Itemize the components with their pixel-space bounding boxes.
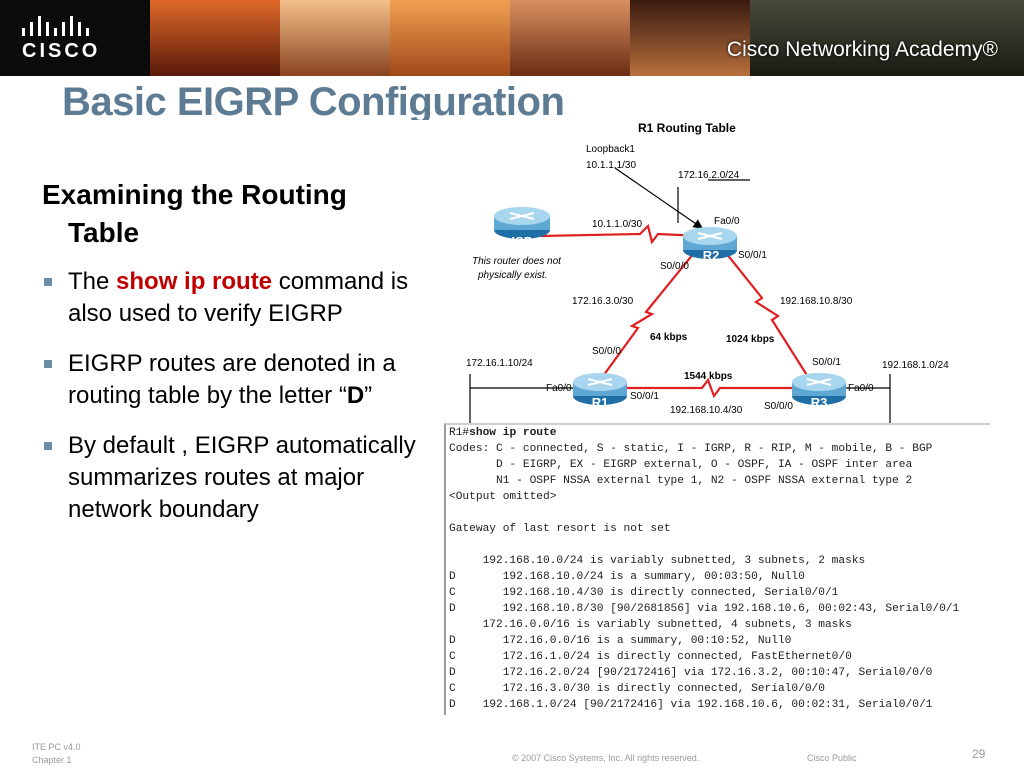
r1-r3-bandwidth-label: 1544 kbps (684, 371, 733, 382)
terminal-line (446, 537, 990, 553)
r2-fa00-label: Fa0/0 (714, 216, 740, 227)
banner-photo-2 (280, 0, 390, 76)
r3-router-label: R3 (811, 395, 828, 410)
terminal-line: D - EIGRP, EX - EIGRP external, O - OSPF… (449, 459, 913, 471)
diagram-title: R1 Routing Table (638, 121, 736, 135)
cisco-logo-text: CISCO (22, 40, 101, 62)
r3-fa00-label: Fa0/0 (848, 383, 874, 394)
bullet-item: By default , EIGRP automatically summari… (42, 430, 422, 526)
square-bullet-icon (44, 360, 52, 368)
r2-s001-label: S0/0/1 (738, 250, 767, 261)
isp-note-line-2: physically exist. (477, 270, 547, 281)
banner-photo-6 (750, 0, 1024, 76)
terminal-line (446, 505, 990, 521)
terminal-line: N1 - OSPF NSSA external type 1, N2 - OSP… (449, 475, 913, 487)
logo-background (0, 0, 150, 76)
router-isp: ISP (494, 207, 550, 249)
footer-course: ITE PC v4.0 (32, 742, 81, 752)
isp-r2-link (539, 223, 703, 245)
heading-line-2: Table (68, 217, 140, 248)
terminal-line: C 172.16.3.0/30 is directly connected, S… (449, 683, 825, 695)
r3-s001-label: S0/0/1 (812, 357, 841, 368)
r2-s000-label: S0/0/0 (660, 261, 689, 272)
routing-table-output: R1#show ip route Codes: C - connected, S… (444, 423, 990, 715)
bullet-text: By default , EIGRP automatically summari… (68, 432, 416, 523)
banner-photo-1 (150, 0, 280, 76)
bullet-letter-highlight: D (346, 382, 365, 409)
banner-photo-4 (510, 0, 630, 76)
r1-r2-bandwidth-label: 64 kbps (650, 332, 688, 343)
terminal-line: 192.168.10.0/24 is variably subnetted, 3… (449, 555, 866, 567)
r2-r3-link (721, 247, 811, 381)
bullet-command-highlight: show ip route (116, 268, 273, 295)
r2-r3-network-label: 192.168.10.8/30 (780, 296, 853, 307)
bullet-item: The show ip route command is also used t… (42, 266, 422, 330)
r3-s000-label: S0/0/0 (764, 401, 793, 412)
router-r2: R2 (683, 227, 737, 263)
r1-fa00-label: Fa0/0 (546, 383, 572, 394)
banner-photo-3 (390, 0, 510, 76)
footer-chapter: Chapter 1 (32, 755, 72, 765)
cisco-bridge-logo (22, 16, 89, 36)
r2-router-label: R2 (703, 248, 720, 263)
r3-lan-network-label: 192.168.1.0/24 (882, 360, 949, 371)
r2-lan-network-label: 172.16.2.0/24 (678, 170, 740, 181)
r1-r2-link (597, 247, 699, 384)
terminal-prompt: R1# (449, 427, 470, 439)
square-bullet-icon (44, 278, 52, 286)
r1-router-label: R1 (592, 395, 609, 410)
router-r1: R1 (573, 373, 627, 410)
footer-classification: Cisco Public (807, 753, 857, 763)
isp-note-line-1: This router does not (472, 256, 562, 267)
bullet-text: The (68, 268, 117, 295)
networking-academy-brand: Cisco Networking Academy® (726, 38, 998, 61)
r1-r3-network-label: 192.168.10.4/30 (670, 405, 743, 416)
r1-r3-link (622, 377, 792, 399)
r2-r3-bandwidth-label: 1024 kbps (726, 334, 775, 345)
isp-r2-network-label: 10.1.1.0/30 (592, 219, 642, 230)
terminal-line: Codes: C - connected, S - static, I - IG… (449, 443, 933, 455)
slide-title: Basic EIGRP Configuration (62, 80, 565, 120)
banner-photo-5 (630, 0, 750, 76)
terminal-command: show ip route (469, 427, 557, 439)
loopback-label: Loopback1 (586, 144, 635, 155)
terminal-line: C 172.16.1.0/24 is directly connected, F… (449, 651, 852, 663)
terminal-line: <Output omitted> (449, 491, 557, 503)
r1-s000-label: S0/0/0 (592, 346, 621, 357)
terminal-line: D 192.168.10.8/30 [90/2681856] via 192.1… (449, 603, 960, 615)
square-bullet-icon (44, 442, 52, 450)
bullet-item: EIGRP routes are denoted in a routing ta… (42, 348, 422, 412)
terminal-line: D 192.168.10.0/24 is a summary, 00:03:50… (449, 571, 805, 583)
page-number: 29 (972, 747, 986, 761)
bullet-text: ” (364, 382, 373, 409)
terminal-command-line: R1#show ip route (446, 425, 990, 441)
bullet-text: command is also used to verify EIGRP (68, 268, 409, 327)
r1-r2-network-label: 172.16.3.0/30 (572, 296, 634, 307)
terminal-line: C 192.168.10.4/30 is directly connected,… (449, 587, 839, 599)
router-r3: R3 (792, 373, 846, 410)
heading-line-1: Examining the Routing (42, 179, 347, 210)
isp-router-label: ISP (512, 234, 533, 249)
footer-course-info: ITE PC v4.0 Chapter 1 (32, 741, 81, 767)
loopback-arrow (614, 167, 703, 229)
footer-copyright: © 2007 Cisco Systems, Inc. All rights re… (512, 753, 700, 763)
bullet-text: EIGRP routes are denoted in a routing ta… (68, 350, 396, 409)
terminal-line: D 192.168.1.0/24 [90/2172416] via 192.16… (449, 699, 933, 711)
serial-links (539, 223, 811, 399)
header-banner: CISCO Cisco Networking Academy® (0, 0, 1024, 76)
terminal-line: 172.16.0.0/16 is variably subnetted, 4 s… (449, 619, 852, 631)
loopback-ip-label: 10.1.1.1/30 (586, 160, 636, 171)
terminal-line: D 172.16.2.0/24 [90/2172416] via 172.16.… (449, 667, 933, 679)
r1-s001-label: S0/0/1 (630, 391, 659, 402)
r1-lan-network-label: 172.16.1.10/24 (466, 358, 533, 369)
network-topology-diagram: ISP R2 R1 R3 R1 Routing Table Loopback1 … (466, 121, 949, 424)
section-heading: Examining the Routing Table (42, 176, 422, 252)
terminal-line: Gateway of last resort is not set (449, 523, 671, 535)
bullet-list: The show ip route command is also used t… (42, 266, 422, 544)
terminal-line: D 172.16.0.0/16 is a summary, 00:10:52, … (449, 635, 792, 647)
